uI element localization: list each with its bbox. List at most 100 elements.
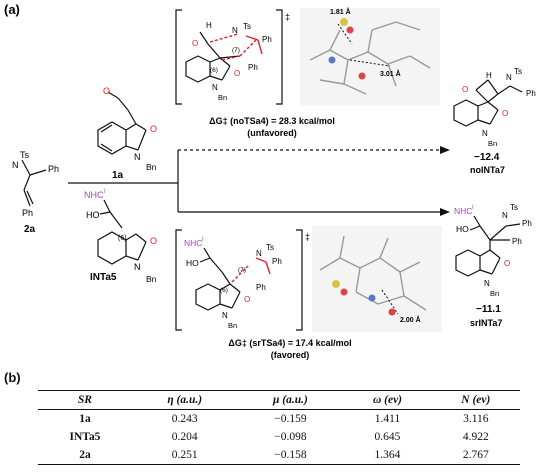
reagent-2a-label: 2a	[24, 224, 36, 235]
product-bottom-o: O	[504, 259, 510, 268]
table-row: 2a 0.251 −0.158 1.364 2.767	[38, 446, 520, 465]
ts-bottom-o: O	[244, 295, 250, 304]
cell: 1.411	[374, 413, 401, 425]
inta5-nhc: NHC	[84, 190, 104, 200]
panel-b-label: (b)	[4, 370, 21, 385]
inta5-o: O	[150, 236, 157, 246]
product-top-n: N	[506, 73, 512, 82]
product-bottom-n: N	[502, 211, 508, 220]
ts-bottom-ts: Ts	[266, 243, 274, 252]
ts-bottom-note: (favored)	[271, 350, 310, 360]
cell: 1a	[79, 413, 91, 425]
product-top-nbn: N	[482, 129, 488, 138]
product-bottom-bn: Bn	[490, 289, 499, 298]
cell: 3.116	[463, 413, 489, 425]
ts-top-note: (unfavored)	[247, 128, 297, 138]
product-top-label: noINTa7	[470, 165, 505, 175]
cell: 0.243	[171, 413, 198, 425]
cell: 1.364	[374, 449, 401, 461]
ts-bottom-ho: HO	[186, 258, 199, 268]
product-bottom-ts: Ts	[510, 203, 518, 212]
ts-top-o2: O	[234, 69, 240, 78]
ts-top-n: N	[232, 26, 238, 35]
reagent-1a-label: 1a	[112, 170, 124, 181]
cell: 0.204	[171, 431, 198, 443]
inta5-label: INTa5	[90, 272, 117, 283]
cell: −0.158	[274, 449, 307, 461]
product-top-ts: Ts	[514, 67, 522, 76]
product-bottom-nhc: NHC	[454, 206, 472, 216]
ts-bottom-dagger: ‡	[305, 232, 310, 242]
product-top-o1: O	[462, 85, 468, 94]
inta5-structure	[97, 199, 147, 265]
inta5-ho: HO	[86, 210, 100, 220]
cell: INTa5	[69, 431, 101, 443]
ts-top-seven: (7)	[232, 47, 240, 54]
ts-bottom-six: (6)	[220, 287, 228, 294]
reactivity-table: SR η (a.u.) μ (a.u.) ω (ev) N (ev) 1a 0.…	[38, 390, 520, 465]
reagent-2a-ph2: Ph	[22, 208, 33, 218]
ts-top-ph1: Ph	[262, 35, 272, 44]
ts-bottom-structure	[195, 247, 241, 311]
reagent-1a-o1: O	[103, 86, 110, 96]
product-top-energy: −12.4	[474, 152, 500, 163]
inta5-six: (6)	[118, 235, 127, 242]
ts-bottom-forming-bonds	[231, 257, 271, 283]
ts-top-ts: Ts	[243, 22, 251, 31]
reagent-2a-ts: Ts	[20, 150, 30, 160]
ts-top-bn: Bn	[218, 93, 227, 102]
cell: 0.645	[374, 431, 401, 443]
ts-top-dagger: ‡	[285, 12, 290, 22]
table-header-row: SR η (a.u.) μ (a.u.) ω (ev) N (ev)	[38, 390, 520, 410]
cell: 2.767	[462, 449, 489, 461]
favored-arrowhead	[440, 208, 450, 216]
ts-top-ph2: Ph	[248, 63, 258, 72]
reagent-1a-n: N	[134, 152, 141, 162]
ts-top-dist1: 1.81 Å	[330, 7, 351, 16]
reagent-1a-bn: Bn	[146, 162, 157, 172]
scheme-a: (a) Ts N Ph Ph 2a O O N Bn 1a NHC I HO	[4, 2, 536, 360]
ts-top-brackets	[175, 9, 283, 105]
reagent-2a-structure	[21, 159, 47, 207]
product-bottom-nbn: N	[484, 279, 490, 288]
ts-top-h: H	[206, 21, 212, 30]
col-n: N (ev)	[461, 394, 491, 406]
product-bottom-ph1: Ph	[522, 219, 532, 228]
ts-bottom-nhc-sup: I	[202, 237, 204, 243]
ts-top-3d-model	[300, 8, 440, 106]
ts-bottom-energy: ΔG‡ (srTSa4) = 17.4 kcal/mol	[228, 338, 351, 348]
cell: 4.922	[462, 431, 489, 443]
product-top-h: H	[486, 71, 492, 80]
table-row: INTa5 0.204 −0.098 0.645 4.922	[38, 428, 520, 446]
col-omega: ω (ev)	[372, 394, 403, 406]
ts-bottom-n: N	[256, 249, 262, 258]
product-bottom-energy: −11.1	[476, 304, 501, 315]
col-sr: SR	[77, 394, 92, 406]
product-top-bn: Bn	[488, 139, 497, 148]
cell: −0.098	[274, 431, 307, 443]
ts-bottom-nhc: NHC	[184, 238, 202, 248]
ts-bottom-brackets	[175, 229, 303, 331]
product-top-ph: Ph	[526, 89, 536, 98]
ts-top-dist2: 3.01 Å	[380, 69, 401, 78]
inta5-nhc-sup: I	[104, 189, 106, 195]
ts-bottom-bn: Bn	[228, 321, 237, 330]
panel-a-label: (a)	[4, 2, 20, 17]
reagent-1a-structure	[97, 91, 147, 155]
product-bottom-ph2: Ph	[512, 237, 522, 246]
cell: 0.251	[171, 449, 198, 461]
product-bottom-nhc-sup: I	[472, 205, 474, 211]
col-eta: η (a.u.)	[167, 394, 203, 406]
ts-top-nbn: N	[212, 83, 218, 92]
product-top-structure	[453, 79, 523, 127]
table-row: 1a 0.243 −0.159 1.411 3.116	[38, 410, 520, 429]
ts-bottom-seven: (7)	[238, 267, 246, 274]
ts-bottom-dist1: 2.00 Å	[400, 315, 421, 324]
reagent-1a-o2: O	[150, 124, 157, 134]
ts-bottom-ph2: Ph	[256, 283, 266, 292]
reagent-2a-n: N	[12, 160, 19, 170]
product-bottom-label: srINTa7	[470, 318, 502, 328]
cell: −0.159	[274, 413, 307, 425]
inta5-n: N	[134, 262, 141, 272]
